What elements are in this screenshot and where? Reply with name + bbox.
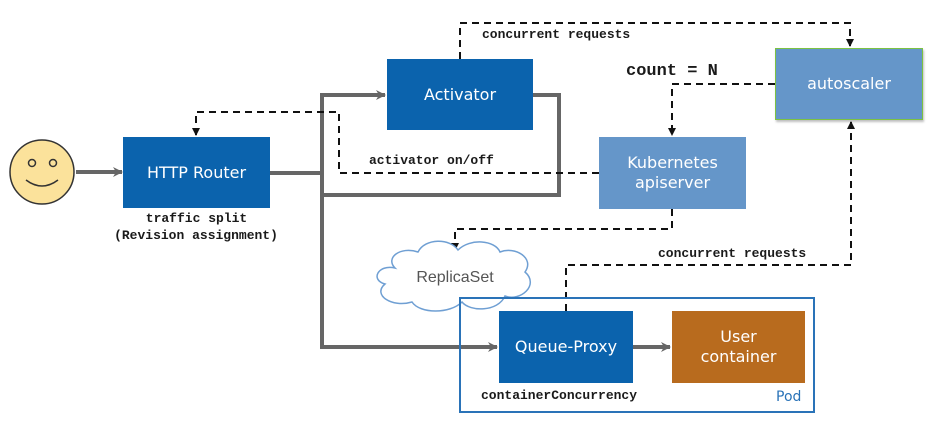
autoscaler-node: autoscaler	[775, 48, 923, 120]
http-router-label: HTTP Router	[146, 162, 247, 182]
user-container-node: User container	[672, 311, 805, 383]
kubernetes-apiserver-node: Kubernetes apiserver	[599, 137, 746, 209]
apiserver-label-line1: Kubernetes	[627, 153, 718, 172]
activator-return-line	[322, 93, 561, 197]
replicaset-cloud-shape	[376, 240, 532, 312]
apiserver-label-line2: apiserver	[634, 173, 711, 192]
queue-proxy-concurrent-requests-label: concurrent requests	[658, 246, 807, 261]
junction-to-activator-arrow	[320, 90, 386, 348]
pod-top-edge	[460, 297, 815, 299]
user-container-label-line1: User	[720, 327, 757, 346]
activator-concurrent-requests-label: concurrent requests	[482, 27, 631, 42]
router-caption-line1: traffic split	[145, 211, 248, 226]
user-smiley-icon	[9, 139, 75, 205]
activator-label: Activator	[423, 84, 497, 104]
pod-label: Pod	[776, 389, 802, 405]
count-label: count = N	[626, 62, 718, 81]
activator-on-off-label: activator on/off	[369, 153, 494, 168]
junction-to-queue-proxy-arrow	[320, 195, 498, 352]
router-caption-line2: (Revision assignment)	[114, 228, 278, 243]
queue-proxy-label: Queue-Proxy	[514, 337, 618, 356]
user-container-label-line2: container	[700, 347, 777, 366]
activator-to-autoscaler-dashed	[459, 22, 854, 59]
queue-proxy-to-autoscaler-dashed	[565, 121, 855, 311]
replicaset-label: ReplicaSet	[416, 269, 494, 286]
activator-node: Activator	[387, 59, 533, 130]
apiserver-to-router-dashed	[192, 111, 599, 174]
autoscaler-to-apiserver-dashed	[668, 83, 775, 136]
autoscaler-label: autoscaler	[807, 74, 891, 93]
queue-proxy-node: Queue-Proxy	[499, 311, 633, 383]
http-router-node: HTTP Router	[123, 137, 270, 208]
container-concurrency-label: containerConcurrency	[481, 388, 638, 403]
